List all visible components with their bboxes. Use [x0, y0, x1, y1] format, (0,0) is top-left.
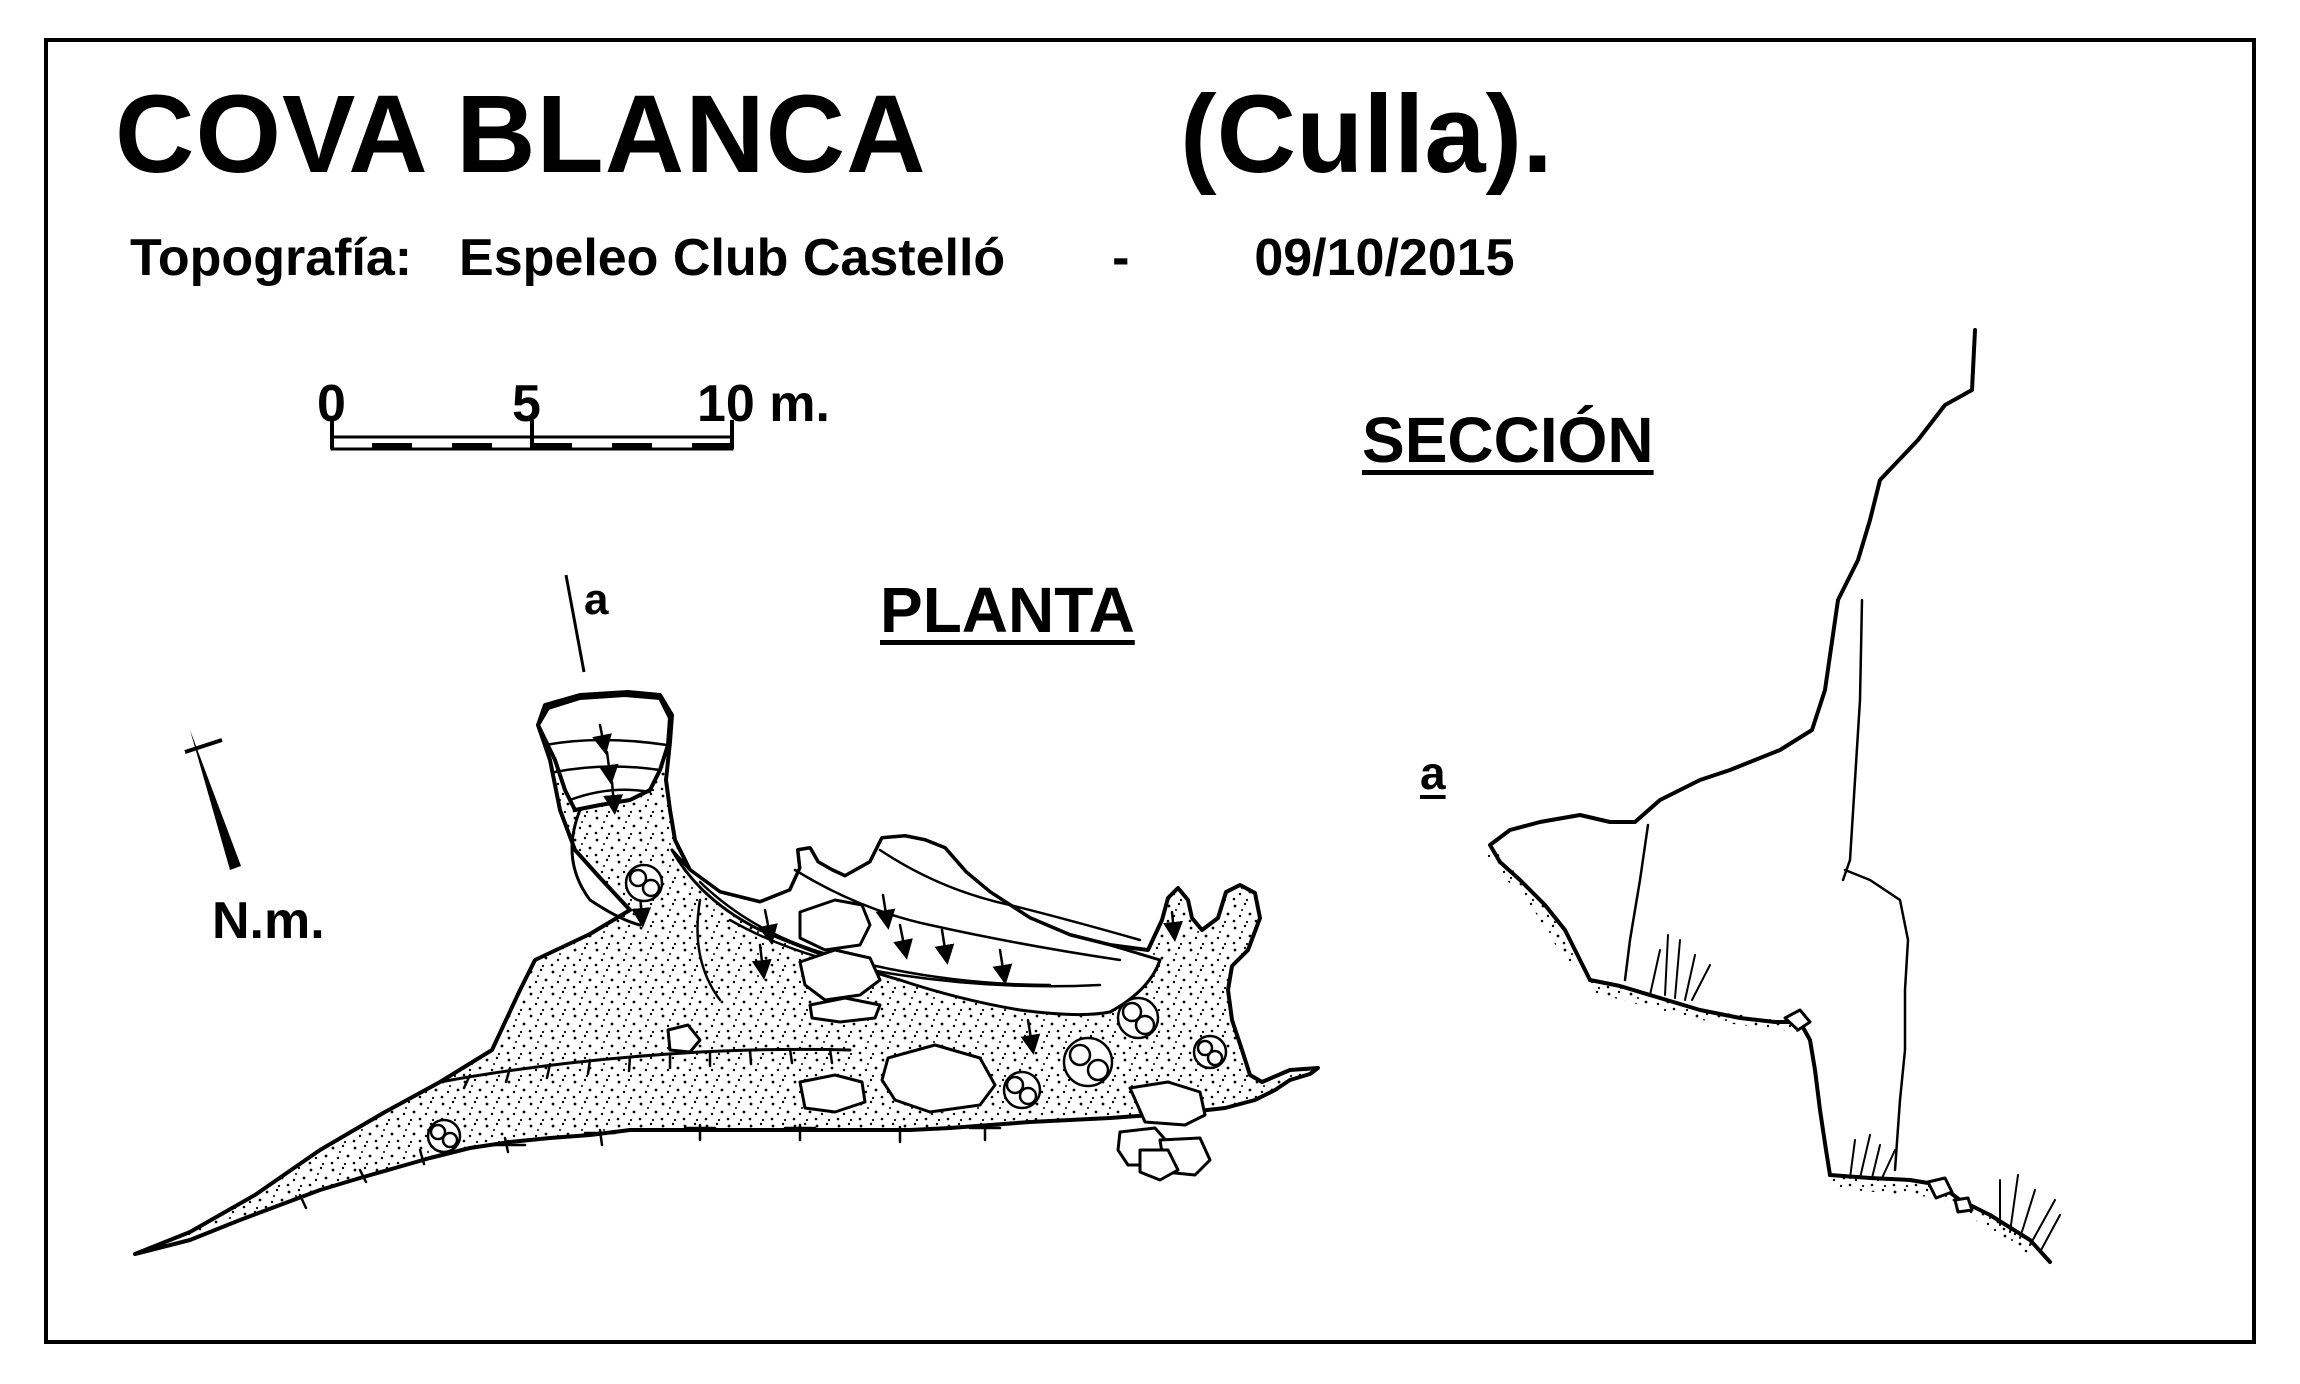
credits-author: Espeleo Club Castelló — [459, 229, 1006, 287]
map-frame — [44, 38, 2256, 1344]
plan-view-drawing — [133, 690, 1320, 1256]
scale-tick-10: 10 m. — [697, 375, 830, 433]
section-view-drawing — [1485, 328, 2061, 1264]
map-title: COVA BLANCA — [115, 73, 927, 196]
plan-view-label: PLANTA — [880, 574, 1135, 646]
map-location: (Culla). — [1180, 73, 1553, 196]
section-view-label: SECCIÓN — [1362, 404, 1654, 476]
scale-bar — [330, 420, 734, 451]
credits-separator: - — [1112, 229, 1130, 287]
north-label: N.m. — [212, 892, 325, 950]
plan-section-cut-line — [564, 574, 586, 673]
scale-tick-5: 5 — [512, 375, 541, 433]
north-arrow-icon — [184, 730, 241, 870]
plan-section-marker-label: a — [584, 575, 609, 624]
credits-line: Topografía: Espeleo Club Castelló - 09/1… — [130, 232, 1515, 284]
section-marker-label: a — [1420, 747, 1446, 799]
credits-date: 09/10/2015 — [1254, 229, 1515, 287]
credits-label: Topografía: — [130, 229, 413, 287]
